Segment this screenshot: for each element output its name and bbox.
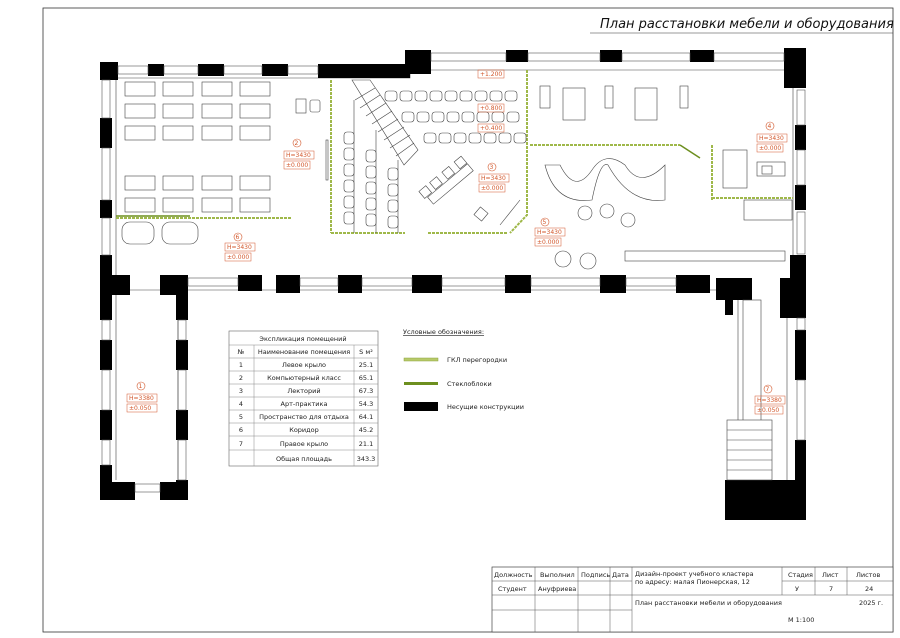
room-label-4: 4 H=3430 ±0.000 [756,121,788,153]
svg-text:Общая площадь: Общая площадь [276,455,332,463]
windows [101,52,806,493]
sheet-title: План расстановки мебели и оборудования [600,17,894,32]
svg-text:Левое крыло: Левое крыло [282,361,326,369]
svg-text:S м²: S м² [359,348,373,356]
room-label-2: 2 H=3430 ±0.000 [283,138,315,170]
level-marks: +1.200 +0.800 +0.400 [477,69,505,133]
svg-text:+0.400: +0.400 [480,125,502,132]
svg-text:21.1: 21.1 [359,440,373,448]
svg-text:45.2: 45.2 [359,426,373,434]
svg-text:Дизайн-проект учебного кластер: Дизайн-проект учебного кластера [635,570,754,578]
svg-text:Правое крыло: Правое крыло [280,440,328,448]
room-label-7: 7 H=3380 ±0.050 [754,384,786,415]
svg-text:Лекторий: Лекторий [287,387,320,395]
load-bearing-walls [100,48,806,520]
svg-text:Арт-практика: Арт-практика [281,400,328,408]
legend-title: Условные обозначения: [403,328,484,336]
room-label-6: 6 H=3430 ±0.000 [224,232,256,262]
right-wing-stairs [727,429,772,471]
glass-block-partitions [116,144,701,217]
svg-text:25.1: 25.1 [359,361,373,369]
svg-text:H=3380: H=3380 [757,397,782,404]
svg-text:План расстановки мебели и обор: План расстановки мебели и оборудования [635,599,782,607]
svg-text:4: 4 [768,123,772,130]
svg-text:54.3: 54.3 [359,400,373,408]
svg-text:Несущие конструкции: Несущие конструкции [447,403,524,411]
svg-text:343.3: 343.3 [357,455,376,463]
svg-text:по адресу: малая Пионерская, 1: по адресу: малая Пионерская, 12 [635,578,750,586]
svg-text:4: 4 [239,400,243,408]
lecture-seats [343,90,527,229]
svg-text:±0.000: ±0.000 [759,145,781,152]
svg-text:№: № [237,348,245,356]
svg-text:3: 3 [239,387,243,395]
room-label-5: 5 H=3430 ±0.000 [534,217,566,247]
svg-text:2: 2 [295,140,299,147]
svg-text:Наименование помещения: Наименование помещения [258,348,350,356]
svg-text:Подпись: Подпись [581,571,610,579]
svg-text:2: 2 [239,374,243,382]
svg-text:5: 5 [543,219,547,226]
svg-text:1: 1 [139,383,143,390]
svg-text:67.3: 67.3 [359,387,373,395]
svg-text:Лист: Лист [822,571,839,579]
svg-text:Дата: Дата [612,571,629,579]
gkl-partitions [116,70,793,234]
svg-text:М 1:100: М 1:100 [788,616,814,624]
svg-text:Листов: Листов [856,571,880,579]
svg-text:H=3430: H=3430 [759,135,784,142]
svg-text:6: 6 [239,426,243,434]
svg-text:+0.800: +0.800 [480,105,502,112]
svg-text:1: 1 [239,361,243,369]
svg-text:Должность: Должность [494,571,533,579]
svg-text:±0.000: ±0.000 [537,239,559,246]
svg-text:64.1: 64.1 [359,413,373,421]
svg-text:±0.000: ±0.000 [227,254,249,261]
svg-text:+1.200: +1.200 [480,71,502,78]
svg-text:2025 г.: 2025 г. [859,599,883,607]
svg-text:Выполнил: Выполнил [540,571,575,579]
svg-text:H=3430: H=3430 [286,152,311,159]
svg-text:±0.050: ±0.050 [129,405,151,412]
svg-text:7: 7 [766,386,770,393]
svg-text:H=3380: H=3380 [129,395,154,402]
svg-text:Компьютерный класс: Компьютерный класс [267,374,341,382]
explication-title: Экспликация помещений [259,335,346,343]
svg-text:±0.000: ±0.000 [481,185,503,192]
explication-table: Экспликация помещений № Наименование пом… [228,330,379,467]
room-label-1: 1 H=3380 ±0.050 [126,381,158,413]
gkl-swatch [403,357,439,362]
lecture-stairs [351,79,419,233]
glass-block-swatch [404,382,438,385]
title-block: Должность Выполнил Подпись Дата Студент … [491,566,894,633]
svg-text:Стеклоблоки: Стеклоблоки [447,380,492,388]
svg-text:±0.050: ±0.050 [757,407,779,414]
svg-text:Коридор: Коридор [289,426,319,434]
svg-text:7: 7 [829,585,833,593]
svg-text:У: У [795,585,799,593]
svg-text:65.1: 65.1 [359,374,373,382]
svg-text:3: 3 [490,164,494,171]
svg-text:H=3430: H=3430 [481,175,506,182]
svg-text:Пространство для отдыха: Пространство для отдыха [259,413,349,421]
svg-text:Стадия: Стадия [788,571,813,579]
svg-text:H=3430: H=3430 [227,244,252,251]
computer-desks [121,81,329,245]
svg-text:6: 6 [236,234,240,241]
svg-text:Ануфриева: Ануфриева [538,585,576,593]
svg-text:5: 5 [239,413,243,421]
room-label-3: 3 H=3430 ±0.000 [478,162,510,193]
svg-text:H=3430: H=3430 [537,229,562,236]
sheet-frame [42,7,894,633]
load-bearing-swatch [404,402,438,411]
svg-text:ГКЛ перегородки: ГКЛ перегородки [447,356,507,364]
svg-text:Студент: Студент [498,585,527,593]
svg-text:7: 7 [239,440,243,448]
svg-text:24: 24 [865,585,873,593]
legend: Условные обозначения: ГКЛ перегородки Ст… [403,328,524,411]
svg-text:±0.000: ±0.000 [286,162,308,169]
